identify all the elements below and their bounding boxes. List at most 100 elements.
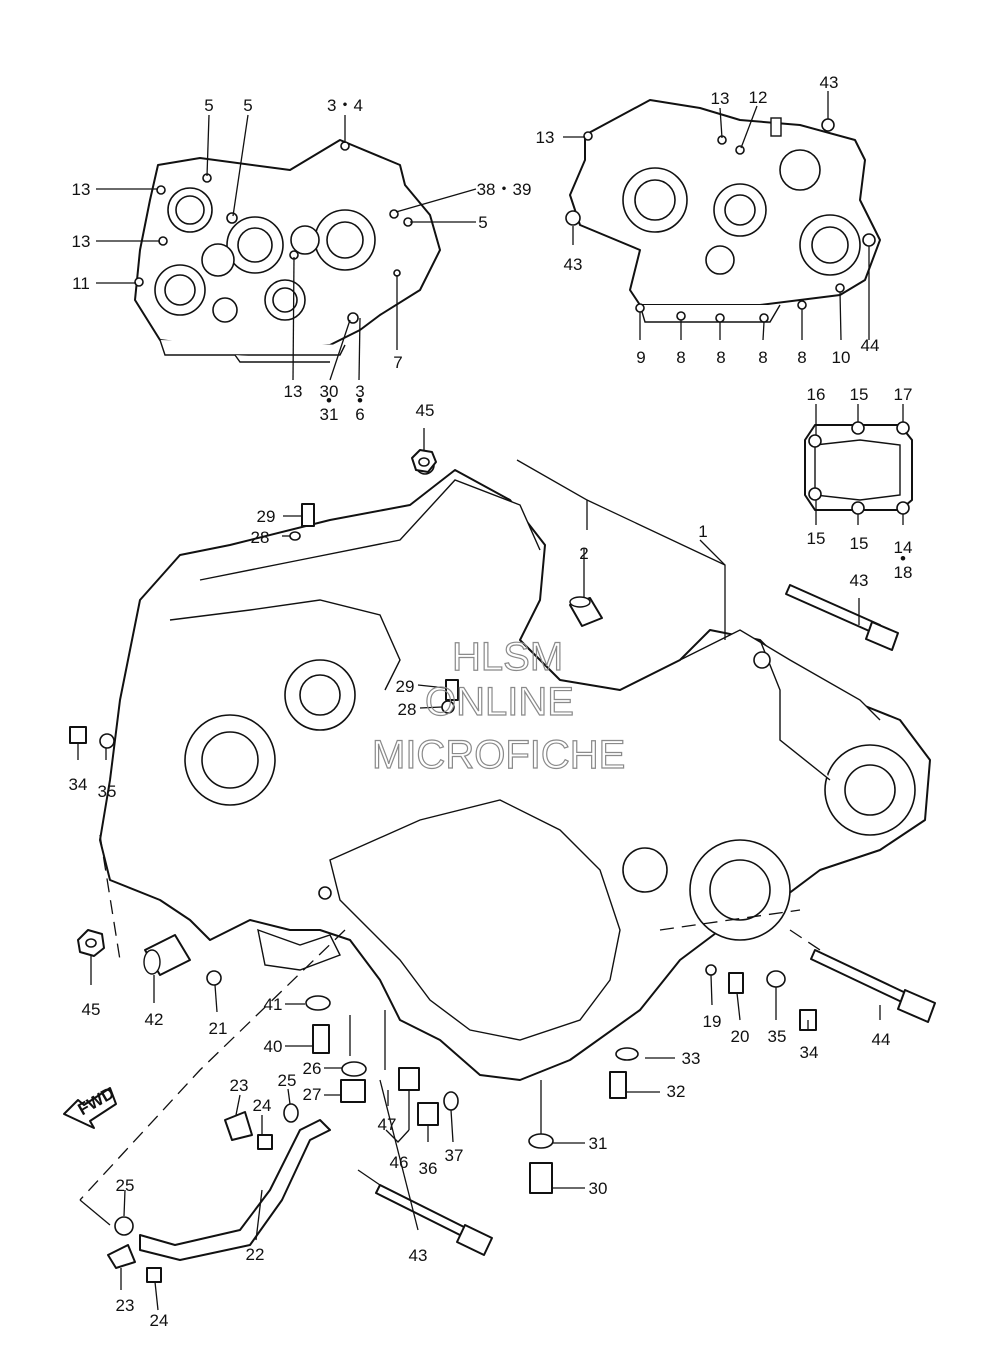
callout-label: 41 [264,995,283,1014]
watermark-line-2: ONLINE [425,680,574,724]
callout-label: 47 [378,1115,397,1134]
callout-label: 30 [589,1179,608,1198]
callout-label: 23 [116,1296,135,1315]
callout-label: 38・39 [477,180,532,199]
part-number-labels: 5 5 3・4 13 38・39 13 5 11 7 13 30 3 31 6 … [69,73,913,1330]
oil-strainer [143,934,191,976]
crankcase-right-half [565,99,881,323]
callout-label: 8 [758,348,767,367]
callout-label: 14 [894,538,913,557]
watermark-line-1: HLSM [452,635,563,679]
callout-label: 5 [243,96,252,115]
callout-label: 15 [850,385,869,404]
callout-label: 11 [72,274,90,293]
nut-top [411,449,437,473]
callout-label: 29 [396,677,415,696]
long-bolt-lower-right [810,949,936,1023]
small-o-rings [99,531,786,1236]
callout-label: 44 [872,1030,891,1049]
callout-label: 9 [636,348,645,367]
callout-label: 35 [768,1027,787,1046]
callout-label: 34 [800,1043,819,1062]
callout-label: 5 [478,213,487,232]
callout-label: 35 [98,782,117,801]
callout-dot: • [326,391,332,410]
callout-label: 37 [445,1146,464,1165]
callout-label: 13 [536,128,555,147]
long-bolt-upper [785,584,899,651]
callout-label: 45 [82,1000,101,1019]
callout-label: 29 [257,507,276,526]
callout-label: 36 [419,1159,438,1178]
long-bolt-bottom [375,1184,493,1256]
callout-label: 28 [398,700,417,719]
callout-label: 25 [116,1176,135,1195]
nut-left [77,929,105,957]
callout-label: 31 [589,1134,608,1153]
small-bolts [69,503,817,1194]
callout-label: 18 [894,563,913,582]
callout-label: 8 [676,348,685,367]
dowel-pin [569,596,603,627]
callout-label: 13 [72,232,91,251]
callout-label: 3 [355,382,364,401]
callout-label: 43 [820,73,839,92]
callout-label: 13 [711,89,730,108]
callout-label: 8 [797,348,806,367]
callout-label: 6 [355,405,364,424]
callout-label: 16 [807,385,826,404]
callout-label: 45 [416,401,435,420]
callout-label: 12 [749,88,768,107]
callout-label: 31 [320,405,339,424]
callout-dot: • [900,549,906,568]
callout-label: 42 [145,1010,164,1029]
callout-label: 43 [564,255,583,274]
callout-label: 17 [894,385,913,404]
callout-label: 44 [861,336,880,355]
callout-label: 2 [579,544,588,563]
crankcase-left-leaders [96,114,477,381]
callout-label: 34 [69,775,88,794]
callout-label: 20 [731,1027,750,1046]
callout-label: 33 [682,1049,701,1068]
callout-label: 1 [698,522,707,541]
callout-label: 46 [390,1153,409,1172]
callout-label: 13 [284,382,303,401]
crankcase-left-half [134,139,441,363]
callout-label: 19 [703,1012,722,1031]
callout-label: 40 [264,1037,283,1056]
callout-label: 26 [303,1059,322,1078]
callout-label: 27 [303,1085,322,1104]
callout-label: 23 [230,1076,249,1095]
callout-label: 30 [320,382,339,401]
crankcase-right-leaders [563,91,870,341]
callout-label: 24 [150,1311,169,1330]
oil-pipe [107,1111,331,1283]
callout-label: 3・4 [327,96,363,115]
main-assembly-leaders [77,428,881,1311]
callout-label: 15 [807,529,826,548]
fwd-arrow-icon: FWD [63,1083,118,1129]
small-cover-plate [804,421,913,515]
callout-label: 13 [72,180,91,199]
callout-label: 21 [209,1019,228,1038]
callout-dot: • [357,391,363,410]
callout-label: 43 [850,571,869,590]
callout-label: 7 [393,353,402,372]
main-crankcase-assembly [99,455,931,1081]
assembly-dashed-lines [79,834,821,1201]
watermark: HLSM ONLINE MICROFICHE [371,634,626,777]
callout-label: 10 [832,348,851,367]
callout-label: 32 [667,1082,686,1101]
callout-label: 15 [850,534,869,553]
callout-label: 43 [409,1246,428,1265]
callout-label: 22 [246,1245,265,1264]
small-cover-leaders [815,404,904,525]
callout-label: 8 [716,348,725,367]
callout-label: 5 [204,96,213,115]
callout-label: 24 [253,1096,272,1115]
callout-label: 28 [251,528,270,547]
watermark-line-3: MICROFICHE [372,733,625,777]
callout-label: 25 [278,1071,297,1090]
